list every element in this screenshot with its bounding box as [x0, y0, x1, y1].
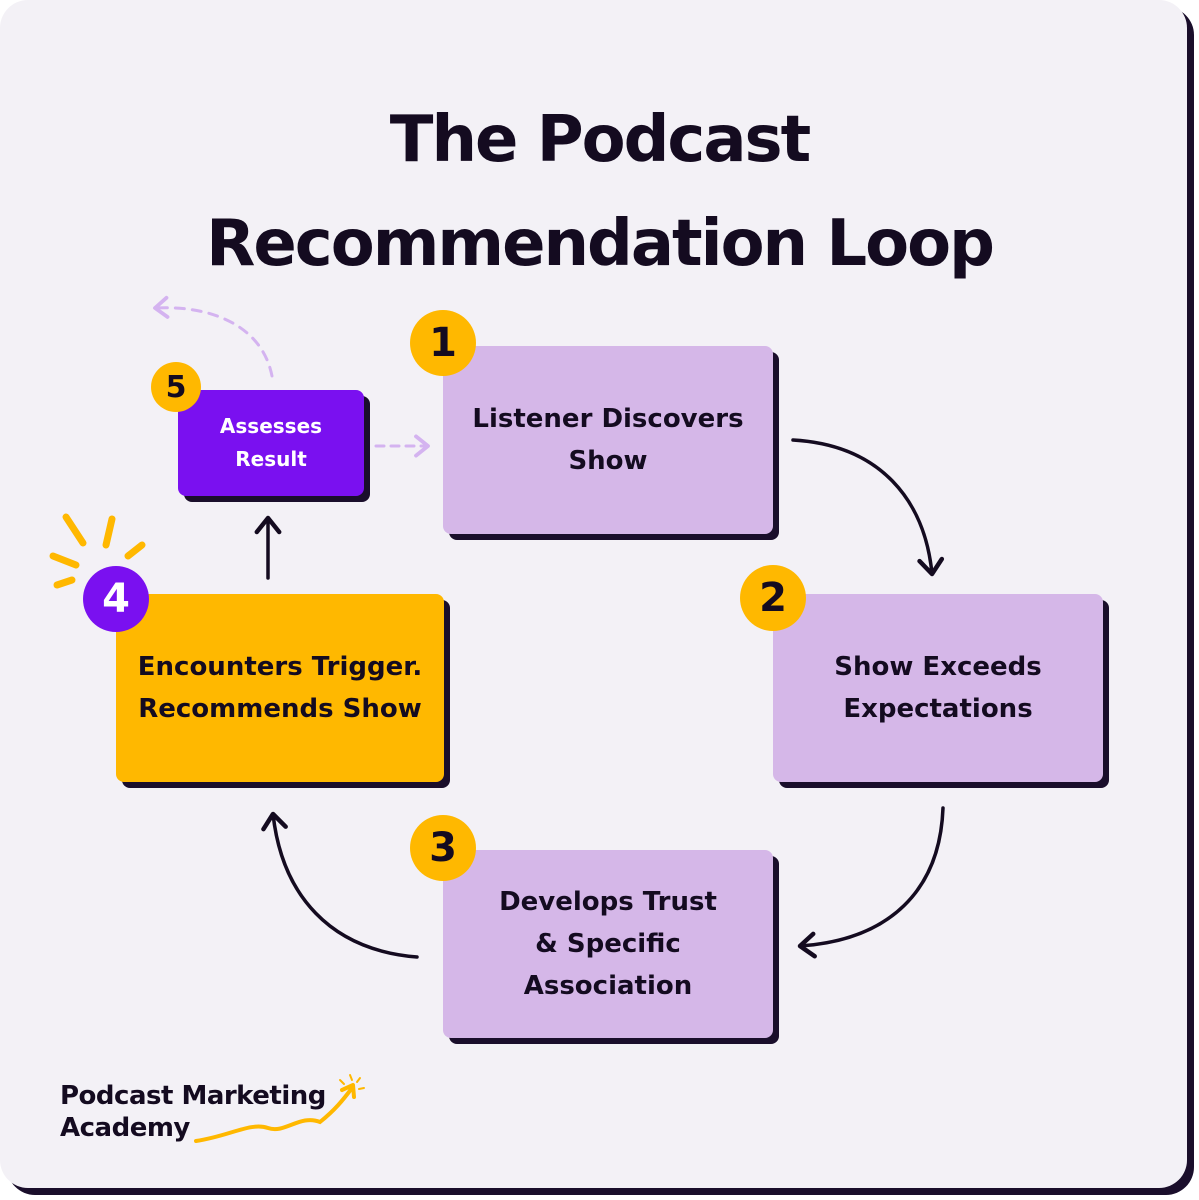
step-3-label: Develops Trust & Specific Association — [499, 887, 717, 1001]
step-2-label: Show Exceeds Expectations — [834, 652, 1042, 724]
step-3-box: Develops Trust & Specific Association — [443, 850, 773, 1038]
step-5-box: Assesses Result — [178, 390, 364, 496]
step-1-number: 1 — [429, 320, 457, 366]
step-1-badge: 1 — [410, 310, 476, 376]
title-line-1: The Podcast — [389, 103, 811, 177]
step-5-label: Assesses Result — [219, 414, 323, 471]
step-3-number: 3 — [429, 825, 457, 871]
step-2-number: 2 — [759, 575, 787, 621]
step-4-badge: 4 — [83, 566, 149, 632]
step-4-label: Encounters Trigger. Recommends Show — [137, 652, 423, 724]
step-2-box: Show Exceeds Expectations — [773, 594, 1103, 782]
logo-line-1: Podcast Marketing — [60, 1081, 326, 1111]
step-5-number: 5 — [165, 369, 187, 405]
step-1-label: Listener Discovers Show — [472, 404, 744, 476]
logo-line-2: Academy — [60, 1113, 190, 1143]
brand-logo: Podcast Marketing Academy — [60, 1080, 326, 1144]
step-4-box: Encounters Trigger. Recommends Show — [116, 594, 444, 782]
step-2-badge: 2 — [740, 565, 806, 631]
step-1-box: Listener Discovers Show — [443, 346, 773, 534]
title-line-2: Recommendation Loop — [206, 207, 995, 281]
step-5-badge: 5 — [151, 362, 201, 412]
step-3-badge: 3 — [410, 815, 476, 881]
step-4-number: 4 — [102, 576, 130, 622]
page-title: The Podcast Recommendation Loop — [0, 88, 1199, 296]
